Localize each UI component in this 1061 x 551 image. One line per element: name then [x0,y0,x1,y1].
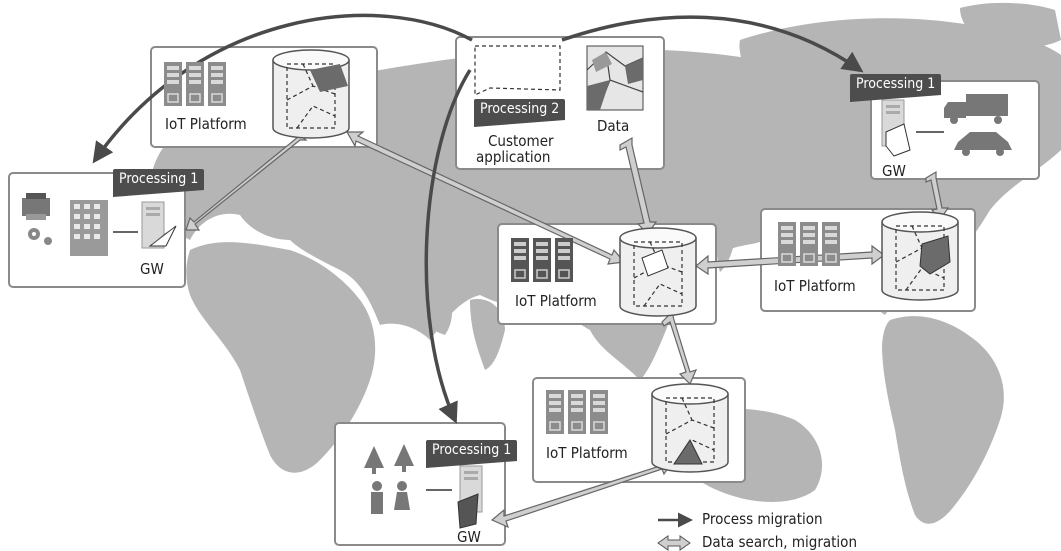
label-iot-platform-south: IoT Platform [546,444,628,462]
label-data: Data [597,117,630,135]
label-customer-line1: Customer [488,132,554,150]
label-gw-bottom: GW [457,528,481,546]
processing-1-bottom: Processing 1 [426,440,518,460]
processing-1-left: Processing 1 [113,169,205,189]
processing-2: Processing 2 [474,99,566,119]
label-customer-line2: application [476,148,551,166]
legend-data-search-migration: Data search, migration [702,533,857,551]
label-gw-left: GW [140,260,164,278]
processing-1-right: Processing 1 [850,74,942,94]
label-gw-right: GW [882,162,906,180]
legend-process-migration: Process migration [702,510,823,528]
label-iot-platform-europe: IoT Platform [165,115,247,133]
label-iot-platform-asia: IoT Platform [515,292,597,310]
label-iot-platform-america: IoT Platform [774,277,856,295]
